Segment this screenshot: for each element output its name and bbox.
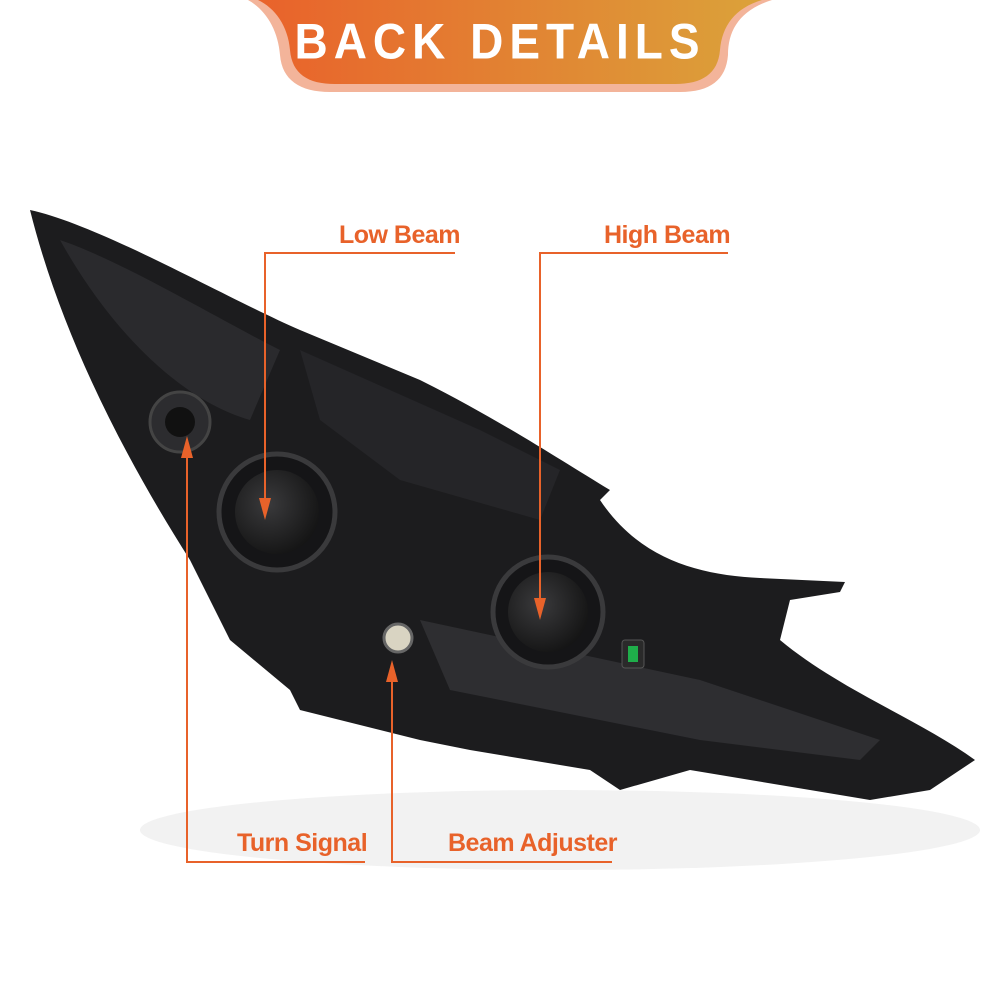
header-banner — [248, 0, 772, 92]
low-beam-label: Low Beam — [339, 221, 461, 249]
high-beam-leader — [539, 252, 728, 600]
beam-adjuster-leader — [391, 675, 612, 863]
headlight-housing — [30, 210, 980, 870]
turn-signal-label: Turn Signal — [237, 829, 368, 857]
low-beam-leader — [264, 252, 455, 505]
turn-signal-arrow-icon — [181, 436, 193, 458]
turn-signal-leader — [186, 450, 365, 863]
high-beam-arrow-icon — [534, 598, 546, 620]
high-beam-label: High Beam — [604, 221, 731, 249]
beam-adjuster-label: Beam Adjuster — [448, 829, 618, 857]
low-beam-arrow-icon — [259, 498, 271, 520]
callout-lines — [186, 252, 728, 863]
beam-adjuster-arrow-icon — [386, 660, 398, 682]
page-title: BACK DETAILS — [294, 12, 706, 70]
callout-arrows — [181, 436, 546, 682]
